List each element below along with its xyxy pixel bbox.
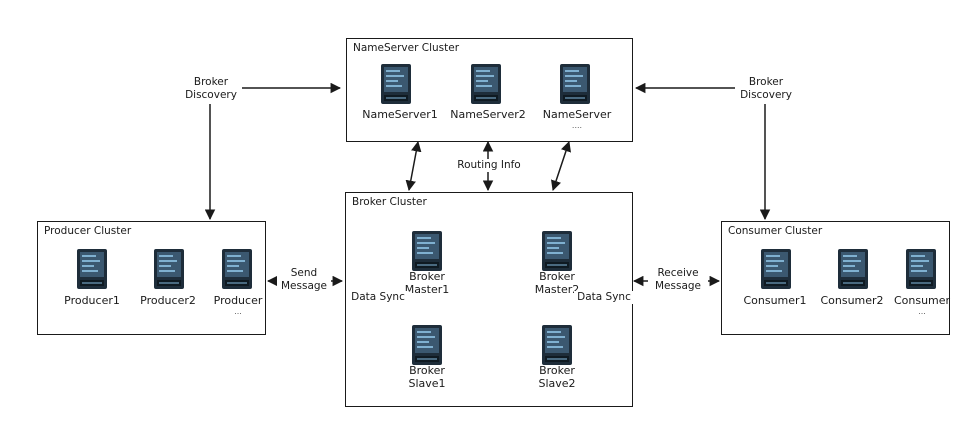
consumer-node-name-3: Consumer <box>893 294 951 307</box>
nameserver-node-label-3: NameServer .... <box>537 108 617 131</box>
consumer-icon-2 <box>838 249 868 289</box>
broker-master2-line2: Master2 <box>534 283 580 296</box>
broker-discovery-right-line2: Discovery <box>740 89 792 101</box>
nameserver-ellipsis: .... <box>571 121 583 130</box>
receive-message-label: Receive Message <box>648 267 708 293</box>
consumer-node-label-3: Consumer ... <box>882 294 962 317</box>
data-sync-right-label: Data Sync <box>574 291 634 304</box>
routing-info-label: Routing Info <box>452 159 526 172</box>
nameserver-node-label-1: NameServer1 <box>362 108 438 121</box>
broker-slave2-icon <box>542 325 572 365</box>
consumer-node-label-1: Consumer1 <box>743 294 807 307</box>
producer-ellipsis: ... <box>234 307 242 316</box>
broker-slave1-label: Broker Slave1 <box>387 364 467 390</box>
broker-master1-icon <box>412 231 442 271</box>
broker-master2-line1: Broker <box>539 270 575 283</box>
send-message-label: Send Message <box>277 267 331 293</box>
receive-message-line1: Receive <box>657 267 699 279</box>
consumer-node-label-2: Consumer2 <box>820 294 884 307</box>
producer-node-label-3: Producer ... <box>198 294 278 317</box>
broker-master1-label: Broker Master1 <box>387 270 467 296</box>
producer-cluster-title: Producer Cluster <box>44 225 132 237</box>
consumer-ellipsis: ... <box>918 307 926 316</box>
broker-slave1-icon <box>412 325 442 365</box>
broker-discovery-left-line2: Discovery <box>185 89 237 101</box>
nameserver-icon-1 <box>381 64 411 104</box>
data-sync-left-label: Data Sync <box>348 291 408 304</box>
arrow-ns1-broker <box>405 140 422 192</box>
nameserver-icon-2 <box>471 64 501 104</box>
broker-discovery-right-label: Broker Discovery <box>735 76 797 102</box>
producer-icon-1 <box>77 249 107 289</box>
receive-message-line2: Message <box>654 280 702 292</box>
broker-discovery-right-line1: Broker <box>748 76 784 88</box>
broker-slave2-line1: Broker <box>539 364 575 377</box>
nameserver-cluster-title: NameServer Cluster <box>353 42 460 54</box>
producer-icon-2 <box>154 249 184 289</box>
consumer-icon-1 <box>761 249 791 289</box>
broker-slave1-line1: Broker <box>409 364 445 377</box>
consumer-cluster-title: Consumer Cluster <box>728 225 823 237</box>
broker-master1-line1: Broker <box>409 270 445 283</box>
consumer-icon-3 <box>906 249 936 289</box>
broker-cluster-title: Broker Cluster <box>352 196 427 208</box>
broker-slave2-line2: Slave2 <box>538 377 576 390</box>
broker-discovery-left-label: Broker Discovery <box>180 76 242 102</box>
broker-master2-icon <box>542 231 572 271</box>
send-message-line2: Message <box>280 280 328 292</box>
producer-icon-3 <box>222 249 252 289</box>
producer-node-label-1: Producer1 <box>64 294 120 307</box>
nameserver-node-label-2: NameServer2 <box>450 108 526 121</box>
broker-master2-label: Broker Master2 <box>517 270 597 296</box>
broker-slave2-label: Broker Slave2 <box>517 364 597 390</box>
broker-master1-line2: Master1 <box>404 283 450 296</box>
send-message-line1: Send <box>290 267 318 279</box>
broker-discovery-left-line1: Broker <box>193 76 229 88</box>
broker-slave1-line2: Slave1 <box>408 377 446 390</box>
nameserver-node-name-3: NameServer <box>542 108 612 121</box>
arrow-ns3-broker <box>551 141 571 191</box>
producer-node-name-3: Producer <box>213 294 263 307</box>
producer-node-label-2: Producer2 <box>140 294 196 307</box>
nameserver-icon-3 <box>560 64 590 104</box>
